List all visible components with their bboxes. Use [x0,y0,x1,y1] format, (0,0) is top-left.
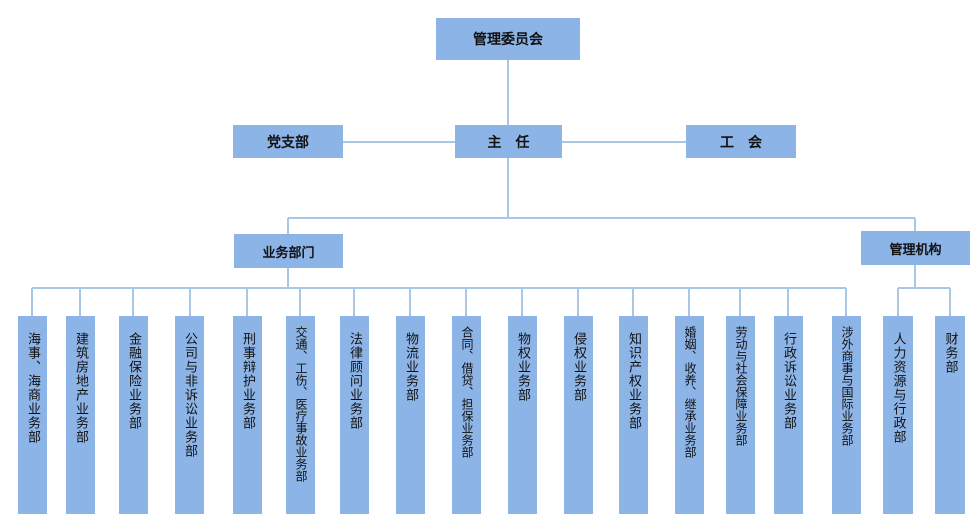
dept-construction-real-estate: 建筑房地产业务部 [66,316,95,514]
dept-intellectual-property: 知识产权业务部 [619,316,648,514]
unit-finance: 财务部 [935,316,965,514]
unit-hr-administration: 人力资源与行政部 [883,316,913,514]
dept-traffic-injury-medical: 交通、工伤、医疗事故业务部 [286,316,315,514]
management-box: 管理机构 [861,231,970,265]
dept-criminal-defense: 刑事辩护业务部 [233,316,262,514]
dept-legal-counsel: 法律顾问业务部 [340,316,369,514]
dept-corporate-non-litigation: 公司与非诉讼业务部 [175,316,204,514]
dept-property-rights: 物权业务部 [508,316,537,514]
dept-finance-insurance: 金融保险业务部 [119,316,148,514]
union-box: 工 会 [686,125,796,158]
dept-administrative-litigation: 行政诉讼业务部 [774,316,803,514]
party-branch-box: 党支部 [233,125,343,158]
dept-contract-loan-guarantee: 合同、借贷、担保业务部 [452,316,481,514]
director-box: 主 任 [455,125,562,158]
dept-marriage-adoption-inheritance: 婚姻、收养、继承业务部 [675,316,704,514]
dept-labor-social-security: 劳动与社会保障业务部 [726,316,755,514]
business-departments-box: 业务部门 [234,234,343,268]
committee-box: 管理委员会 [436,18,580,60]
dept-foreign-commercial-international: 涉外商事与国际业务部 [832,316,861,514]
dept-tort: 侵权业务部 [564,316,593,514]
dept-maritime: 海事、海商业务部 [18,316,47,514]
dept-logistics: 物流业务部 [396,316,425,514]
